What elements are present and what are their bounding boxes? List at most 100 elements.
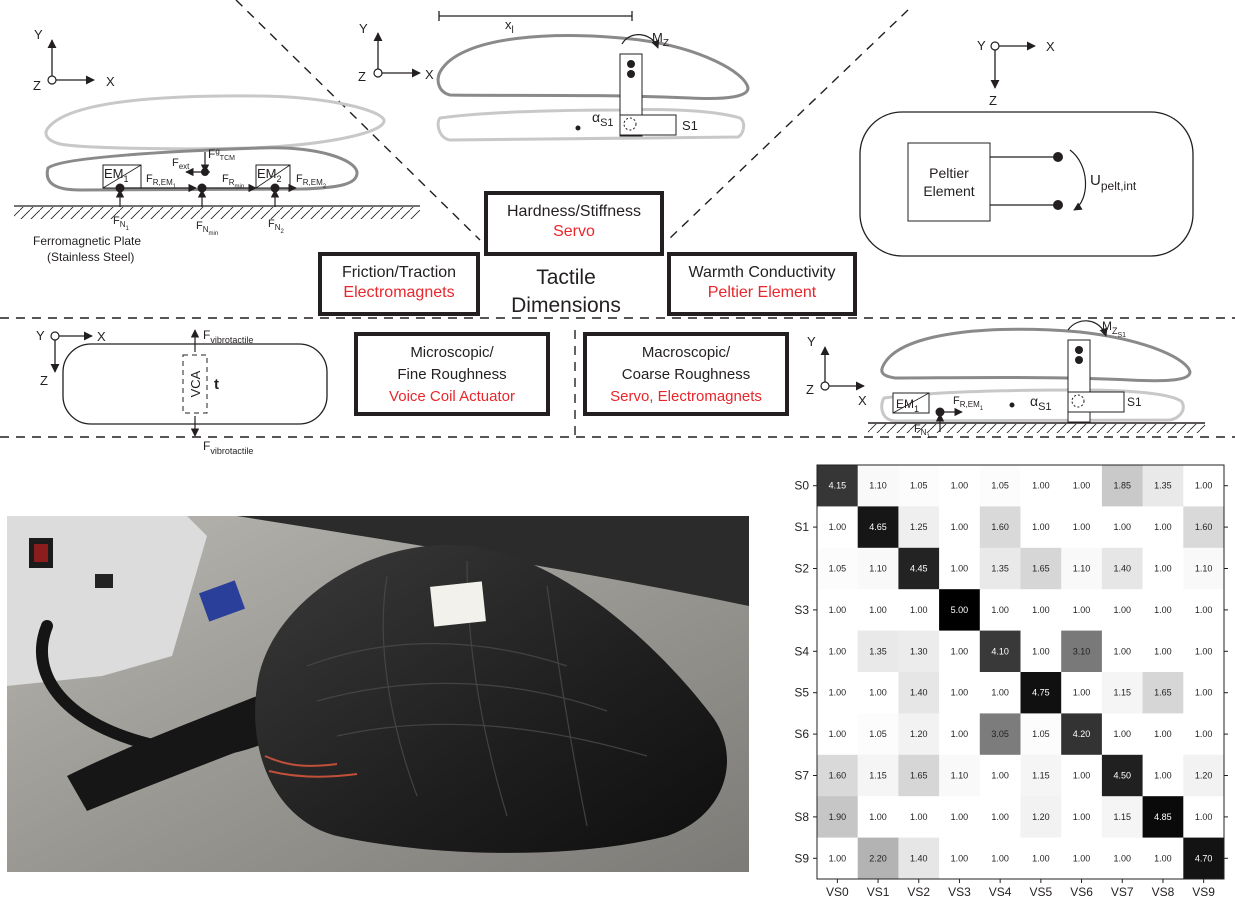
matrix-cell — [939, 589, 981, 632]
device-socket — [95, 574, 113, 588]
svg-text:EM1: EM1 — [896, 397, 919, 414]
matrix-cell — [857, 754, 899, 797]
matrix-cell — [1101, 837, 1144, 880]
matrix-cell-value: 1.35 — [991, 564, 1009, 574]
matrix-cell-value: 1.15 — [1113, 688, 1131, 698]
row-label: S2 — [794, 562, 809, 576]
matrix-cell-value: 1.00 — [829, 729, 847, 739]
matrix-cell-value: 1.60 — [829, 771, 847, 781]
matrix-cell — [1061, 589, 1103, 632]
matrix-cell — [939, 672, 981, 714]
matrix-cell — [1061, 672, 1103, 714]
axis-label-x: X — [1046, 39, 1055, 54]
column-label: VS8 — [1152, 885, 1175, 899]
matrix-cell — [898, 713, 940, 756]
plate-label-line1: Ferromagnetic Plate — [33, 234, 141, 248]
length-bar-xl: xl — [438, 11, 633, 36]
matrix-cell — [1101, 630, 1144, 673]
axis-label-x: X — [97, 329, 106, 344]
matrix-cell — [817, 506, 859, 549]
ground-surface — [868, 422, 1205, 433]
divider-top-left-diagonal — [235, 0, 481, 241]
force-label-fn1: FN1 — [113, 215, 130, 232]
matrix-cell — [857, 547, 899, 590]
matrix-cell-value: 1.60 — [991, 522, 1009, 532]
matrix-cell-value: 1.00 — [829, 853, 847, 863]
table-dark-area — [237, 516, 749, 606]
matrix-cell-value: 1.00 — [829, 605, 847, 615]
matrix-cell-value: 1.00 — [1113, 853, 1131, 863]
matrix-cell-value: 1.00 — [1113, 646, 1131, 656]
mouse-shell-bottom-outline — [880, 388, 1185, 423]
matrix-cell — [1101, 547, 1144, 590]
matrix-cell-value: 4.45 — [910, 564, 928, 574]
matrix-cell — [1142, 713, 1184, 756]
matrix-cell — [817, 713, 859, 756]
axis-label-x: X — [425, 67, 434, 82]
matrix-cell-value: 4.65 — [869, 522, 887, 532]
matrix-cell-value: 1.00 — [1113, 729, 1131, 739]
matrix-cell — [939, 754, 981, 797]
axis-triad-macro: Y Z X — [806, 334, 867, 408]
mouse-shell-bottom-outline — [436, 107, 746, 142]
matrix-cell-value: 1.00 — [951, 522, 969, 532]
matrix-cell — [1061, 837, 1103, 880]
matrix-cell-value: 1.00 — [829, 646, 847, 656]
matrix-cell-value: 1.20 — [1195, 771, 1213, 781]
matrix-cell — [898, 589, 940, 632]
matrix-cell-value: 1.65 — [910, 771, 928, 781]
matrix-cell — [979, 754, 1021, 797]
matrix-cell-value: 1.90 — [829, 812, 847, 822]
svg-text:EM1: EM1 — [104, 166, 129, 184]
matrix-cell — [1183, 630, 1225, 673]
center-title-line2: Dimensions — [511, 294, 621, 317]
plate-label-line2: (Stainless Steel) — [47, 250, 134, 264]
matrix-cell-value: 1.00 — [1073, 605, 1091, 615]
matrix-cell-value: 1.40 — [910, 853, 928, 863]
voltage-arrow — [1069, 149, 1087, 211]
box-hardness: Hardness/Stiffness Servo — [484, 191, 664, 256]
matrix-cell-value: 1.00 — [869, 812, 887, 822]
matrix-cell-value: 1.00 — [1073, 688, 1091, 698]
mouse-shell-bottom-outline — [45, 146, 359, 192]
matrix-cell-value: 1.40 — [910, 688, 928, 698]
row-label: S6 — [794, 727, 809, 741]
matrix-cell-value: 1.00 — [951, 853, 969, 863]
axis-label-z: Z — [40, 373, 48, 388]
matrix-cell — [1183, 465, 1225, 507]
matrix-cell — [1020, 672, 1062, 714]
matrix-cell — [1020, 547, 1062, 590]
matrix-cell-value: 4.70 — [1195, 853, 1213, 863]
mouse-body — [255, 545, 728, 853]
axis-label-x: X — [106, 74, 115, 89]
matrix-cell — [979, 465, 1021, 507]
matrix-cell-value: 1.60 — [1195, 522, 1213, 532]
matrix-cell — [857, 465, 899, 507]
matrix-cell-value: 1.40 — [1113, 564, 1131, 574]
micro-actuator-label: Voice Coil Actuator — [389, 388, 515, 405]
matrix-cell — [1020, 713, 1062, 756]
row-label: S1 — [794, 520, 809, 534]
svg-text:S1: S1 — [1127, 395, 1142, 409]
matrix-cell — [979, 837, 1021, 880]
matrix-cell-value: 1.00 — [1154, 646, 1172, 656]
matrix-cell-value: 1.00 — [1195, 812, 1213, 822]
matrix-cell — [1183, 672, 1225, 714]
matrix-cell-value: 1.05 — [991, 481, 1009, 491]
matrix-cell-value: 1.00 — [910, 812, 928, 822]
matrix-cell — [1101, 465, 1144, 507]
hardness-actuator-label: Servo — [553, 223, 595, 240]
matrix-cell-value: 1.00 — [1032, 481, 1050, 491]
matrix-cell — [857, 713, 899, 756]
matrix-cell — [939, 630, 981, 673]
matrix-cell — [817, 672, 859, 714]
axis-label-y: Y — [807, 334, 816, 349]
matrix-cell — [939, 465, 981, 507]
matrix-cell — [898, 796, 940, 839]
column-label: VS3 — [948, 885, 971, 899]
matrix-cell — [1061, 547, 1103, 590]
matrix-cell-value: 1.00 — [829, 522, 847, 532]
matrix-cell — [857, 672, 899, 714]
matrix-cell — [979, 547, 1021, 590]
matrix-cell-value: 1.00 — [1032, 853, 1050, 863]
